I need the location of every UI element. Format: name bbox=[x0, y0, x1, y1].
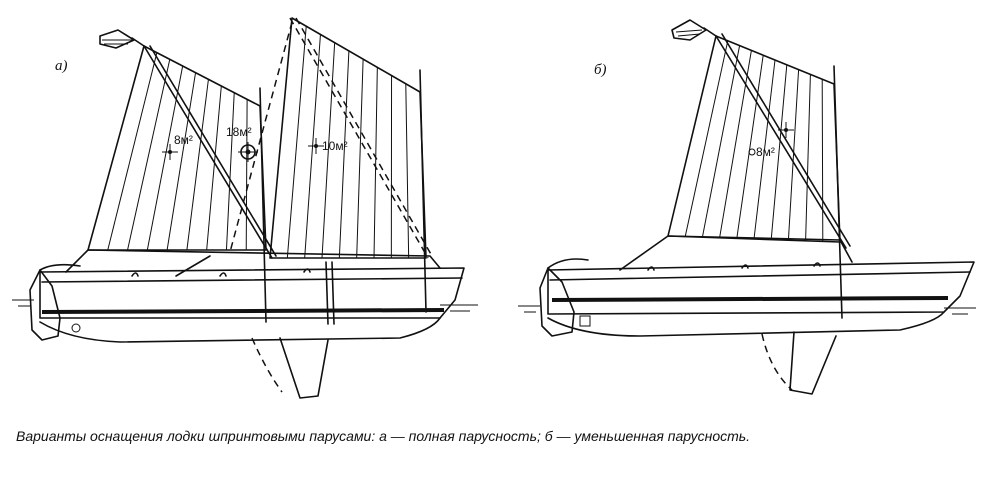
mast-main bbox=[833, 65, 843, 319]
centre-of-effort-rear-icon bbox=[308, 138, 324, 154]
variant-a-label: а) bbox=[55, 58, 68, 74]
flag-icon bbox=[99, 29, 145, 49]
sail-panel-seam bbox=[107, 52, 158, 251]
variant-b-label: б) bbox=[594, 62, 607, 78]
sail-panel-seam bbox=[166, 72, 197, 251]
hull-right bbox=[539, 235, 975, 395]
boat-full-sail: а) bbox=[12, 17, 478, 399]
centre-of-effort-front-icon bbox=[162, 144, 178, 160]
sail-panel-seam bbox=[684, 40, 729, 237]
sail-panel-seam bbox=[286, 26, 307, 259]
sail-panel-seam bbox=[127, 59, 171, 251]
sail-panel-seam bbox=[338, 50, 350, 259]
sail-area-total-label: 18м² bbox=[226, 125, 252, 139]
centre-of-effort-total-icon bbox=[238, 142, 258, 162]
sail-panel-seam bbox=[405, 83, 410, 259]
sail-panel-seam bbox=[245, 99, 248, 251]
sail-panel-seam bbox=[770, 64, 788, 240]
mast-rear bbox=[419, 69, 427, 313]
sail-panel-seam bbox=[787, 69, 800, 241]
sail-panel-seam bbox=[701, 45, 741, 238]
sail-panel-seam bbox=[356, 59, 364, 259]
sail-area-front-label: 8м² bbox=[174, 133, 193, 147]
mast-front bbox=[259, 87, 267, 323]
sail-panel-seam bbox=[146, 65, 184, 251]
sail-panel-seam bbox=[753, 59, 776, 240]
sail-panel-seam bbox=[186, 79, 209, 251]
sail-panel-seam bbox=[206, 85, 222, 251]
sail-panel-seam bbox=[225, 92, 235, 251]
hull-left bbox=[29, 249, 465, 399]
sail-area-main-label: 8м² bbox=[756, 145, 775, 159]
sail-panel-seam bbox=[321, 42, 336, 259]
sail-panel-seam bbox=[736, 55, 764, 239]
sail-panel-seam bbox=[821, 79, 824, 242]
flag-icon-right bbox=[671, 19, 717, 41]
sail-panel-seam bbox=[805, 74, 811, 241]
boat-reduced-sail: б) bbox=[518, 19, 976, 395]
sail-panel-seam bbox=[373, 67, 378, 259]
sail-main bbox=[667, 33, 851, 249]
sail-front bbox=[87, 45, 277, 259]
sail-panel-seam bbox=[719, 50, 752, 238]
waterline-right bbox=[518, 305, 976, 315]
sail-rear bbox=[229, 17, 433, 259]
sail-area-rear-label: 10м² bbox=[322, 139, 348, 153]
centre-of-effort-main-icon bbox=[748, 122, 794, 156]
figure-caption: Варианты оснащения лодки шпринтовыми пар… bbox=[16, 428, 751, 444]
